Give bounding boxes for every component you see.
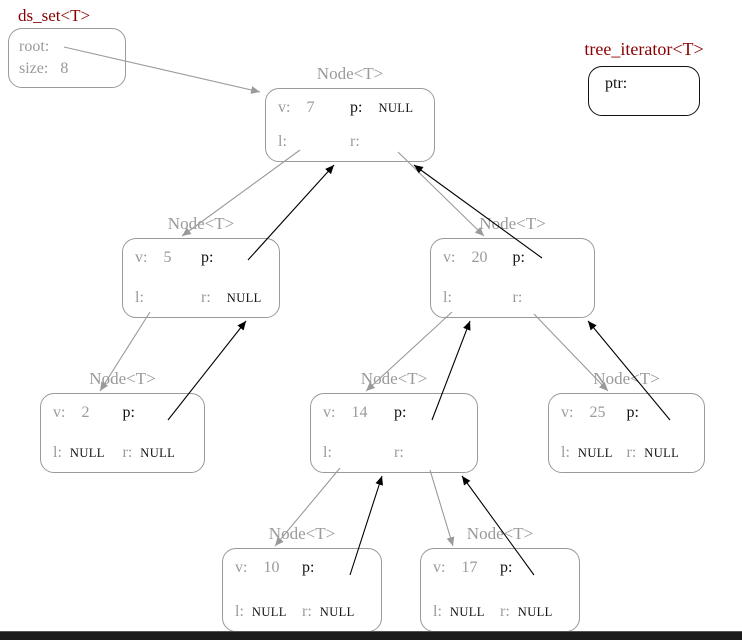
- field-label-r: r:: [512, 289, 523, 306]
- node-type-label: Node<T>: [316, 64, 384, 83]
- bottom-window-edge: [0, 631, 742, 640]
- field-label-l: l:: [235, 603, 244, 620]
- ptr-field-label: ptr:: [605, 75, 628, 92]
- tree-node-25: Node<T> v: 25 p: l: NULL r: NU: [548, 367, 705, 473]
- field-value-v: 20: [471, 249, 488, 266]
- node-box: v: 5 p: l: r: NULL: [122, 238, 280, 318]
- field-value-r: NULL: [517, 605, 553, 619]
- ds-set-box: root: size: 8: [8, 28, 126, 88]
- size-field-value: 8: [60, 59, 69, 77]
- tree-node-10: Node<T> v: 10 p: l: NULL r: NU: [222, 522, 382, 632]
- field-label-l: l:: [53, 444, 62, 461]
- field-value-v: 17: [461, 559, 478, 576]
- size-field-label: size:: [19, 59, 49, 77]
- field-label-l: l:: [433, 603, 442, 620]
- field-label-r: r:: [394, 444, 404, 461]
- field-label-p: p:: [122, 404, 135, 421]
- ds-set-struct: ds_set<T> root: size: 8: [8, 4, 126, 88]
- field-label-p: p:: [302, 559, 315, 576]
- field-value-l: NULL: [69, 446, 105, 460]
- tree-node-14: Node<T> v: 14 p: l: r:: [310, 367, 478, 473]
- node-type-label: Node<T>: [466, 524, 534, 543]
- node-type-label: Node<T>: [167, 214, 235, 233]
- field-label-v: v:: [235, 559, 248, 576]
- node-type-label: Node<T>: [593, 369, 660, 388]
- tree-node-2: Node<T> v: 2 p: l: NULL r: NUL: [40, 367, 205, 473]
- field-label-p: p:: [350, 99, 363, 116]
- field-value-v: 14: [351, 404, 368, 421]
- field-label-v: v:: [53, 404, 66, 421]
- node-type-label: Node<T>: [268, 524, 336, 543]
- field-label-l: l:: [561, 444, 570, 461]
- field-value-r: NULL: [140, 446, 176, 460]
- field-label-r: r:: [350, 133, 360, 150]
- field-label-p: p:: [201, 249, 214, 266]
- field-label-p: p:: [500, 559, 513, 576]
- field-label-r: r:: [500, 603, 510, 620]
- field-label-l: l:: [278, 133, 287, 150]
- field-label-r: r:: [302, 603, 312, 620]
- field-label-r: r:: [626, 444, 637, 461]
- tree-node-7: Node<T> v: 7 p: NULL l: r:: [265, 62, 435, 162]
- field-value-l: NULL: [449, 605, 485, 619]
- field-label-r: r:: [122, 444, 133, 461]
- field-value-v: 25: [589, 404, 606, 421]
- field-value-r: NULL: [226, 291, 262, 305]
- field-value-l: NULL: [577, 446, 613, 460]
- node-box: v: 25 p: l: NULL r: NULL: [548, 393, 705, 473]
- node-box: v: 2 p: l: NULL r: NULL: [40, 393, 205, 473]
- tree-node-20: Node<T> v: 20 p: l: r:: [430, 212, 595, 318]
- root-field-label: root:: [19, 38, 50, 56]
- tree-iterator-title: tree_iterator<T>: [584, 39, 704, 59]
- node-box: v: 7 p: NULL l: r:: [265, 88, 435, 162]
- tree-iterator-struct: tree_iterator<T> ptr:: [565, 36, 723, 116]
- tree-node-17: Node<T> v: 17 p: l: NULL r: NU: [420, 522, 580, 632]
- field-label-v: v:: [561, 404, 574, 421]
- node-box: v: 20 p: l: r:: [430, 238, 595, 318]
- field-value-v: 2: [81, 404, 90, 421]
- field-label-v: v:: [323, 404, 336, 421]
- field-value-v: 7: [306, 99, 315, 116]
- node-type-label: Node<T>: [89, 369, 156, 388]
- field-value-r: NULL: [644, 446, 680, 460]
- field-label-r: r:: [201, 289, 211, 306]
- field-value-l: NULL: [251, 605, 287, 619]
- ds-set-title: ds_set<T>: [18, 6, 91, 25]
- node-box: v: 17 p: l: NULL r: NULL: [420, 548, 580, 632]
- field-label-l: l:: [135, 289, 144, 306]
- field-label-v: v:: [443, 249, 456, 266]
- node-type-label: Node<T>: [479, 214, 546, 233]
- field-label-l: l:: [323, 444, 332, 461]
- field-label-v: v:: [135, 249, 148, 266]
- node-type-label: Node<T>: [360, 369, 428, 388]
- field-value-v: 5: [163, 249, 172, 266]
- field-label-v: v:: [433, 559, 446, 576]
- field-value-p: NULL: [378, 101, 414, 115]
- field-label-p: p:: [394, 404, 407, 421]
- node-box: v: 14 p: l: r:: [310, 393, 478, 473]
- field-label-p: p:: [626, 404, 639, 421]
- field-label-p: p:: [512, 249, 525, 266]
- field-label-l: l:: [443, 289, 452, 306]
- field-value-r: NULL: [319, 605, 355, 619]
- field-label-v: v:: [278, 99, 291, 116]
- tree-iterator-box: ptr:: [588, 66, 700, 116]
- node-box: v: 10 p: l: NULL r: NULL: [222, 548, 382, 632]
- field-value-v: 10: [263, 559, 280, 576]
- tree-node-5: Node<T> v: 5 p: l: r: NULL: [122, 212, 280, 318]
